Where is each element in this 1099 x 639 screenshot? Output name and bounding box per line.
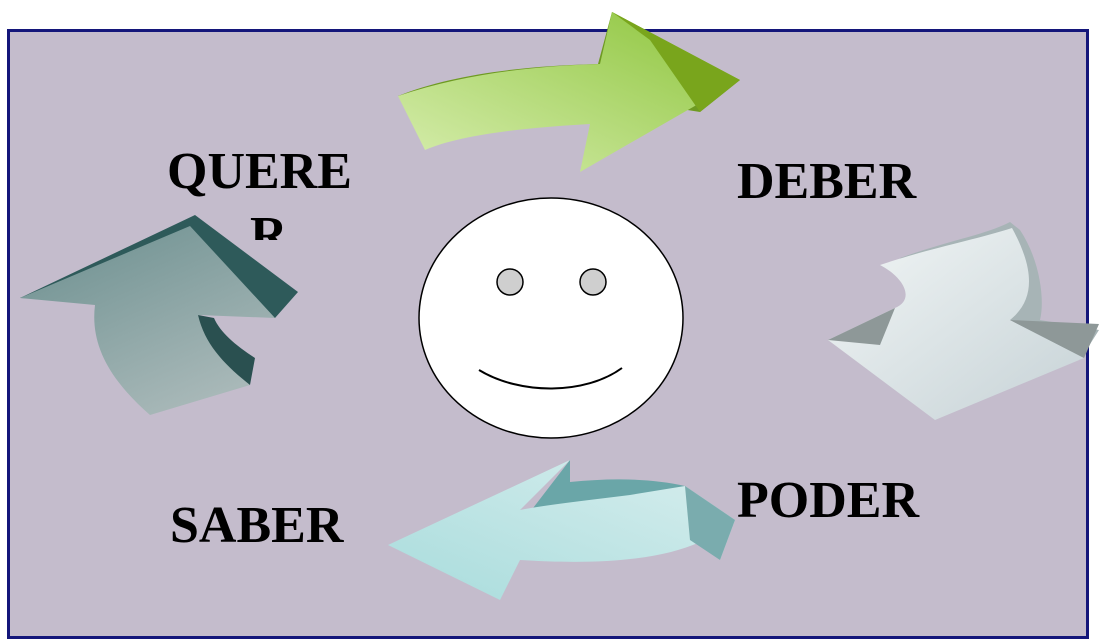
smiley-face-icon [419,198,683,438]
label-poder: PODER [737,475,919,527]
left-arrow-icon [20,215,298,415]
label-querer: QUERE [167,146,352,198]
label-deber: DEBER [737,156,916,208]
top-arrow-icon [398,12,740,172]
right-arrow-icon [828,222,1099,420]
label-saber: SABER [170,500,343,552]
bottom-arrow-icon [388,460,735,600]
